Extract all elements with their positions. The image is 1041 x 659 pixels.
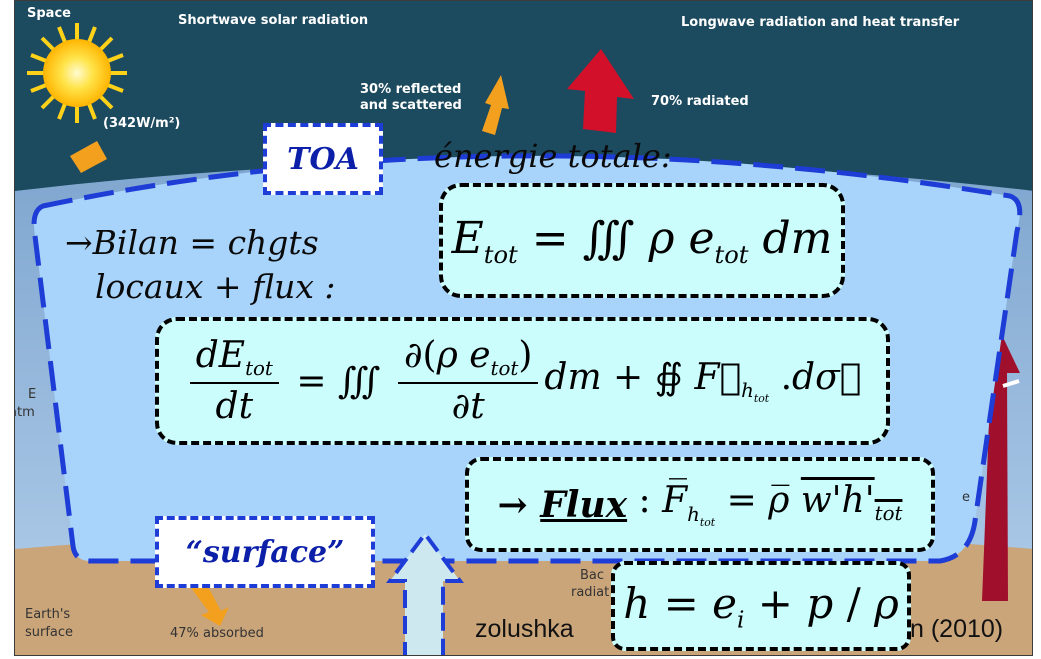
enthalpy-equation: h = ei + p / ρ xyxy=(611,561,911,651)
back-radiation-fragment-1: Bac xyxy=(580,568,604,583)
back-radiation-fragment-2: radiat xyxy=(571,585,609,600)
earth-surface-label-2: surface xyxy=(25,625,73,640)
credit-right: n (2010) xyxy=(910,615,1003,644)
etot-equation-expr: Etot = ∭ ρ etot dm xyxy=(452,213,833,269)
surface-tag: “surface” xyxy=(155,516,375,588)
flux-equation: → Flux : F̅htot = ρ̅ w'h'tot xyxy=(465,457,935,552)
radiated-label: 70% radiated xyxy=(651,94,749,109)
right-fragment: e xyxy=(962,490,970,505)
toa-tag: TOA xyxy=(263,123,383,195)
longwave-label: Longwave radiation and heat transfer xyxy=(681,15,959,30)
partial-fraction: ∂(ρ etot)∂t xyxy=(398,335,538,427)
reflected-label-1: 30% reflected xyxy=(360,82,461,97)
etot-equation: Etot = ∭ ρ etot dm xyxy=(439,183,845,298)
atmosphere-fragment-1: E xyxy=(28,387,36,402)
space-label: Space xyxy=(27,6,71,21)
earth-surface-label-1: Earth's xyxy=(25,607,70,622)
shortwave-label: Shortwave solar radiation xyxy=(178,13,368,28)
atmosphere-fragment-2: atm xyxy=(14,405,35,420)
solar-flux-label: (342W/m²) xyxy=(103,116,180,131)
diagram-frame: Space Shortwave solar radiation Longwave… xyxy=(14,0,1033,656)
energie-totale-text: énergie totale: xyxy=(434,137,672,175)
bilan-line-2: locaux + flux : xyxy=(95,267,336,306)
absorbed-label: 47% absorbed xyxy=(170,626,264,641)
bilan-line-1: →Bilan = chgts xyxy=(65,223,319,262)
sun-icon xyxy=(27,23,127,123)
credit-left: zolushka xyxy=(475,615,574,644)
reflected-label-2: and scattered xyxy=(360,98,462,113)
